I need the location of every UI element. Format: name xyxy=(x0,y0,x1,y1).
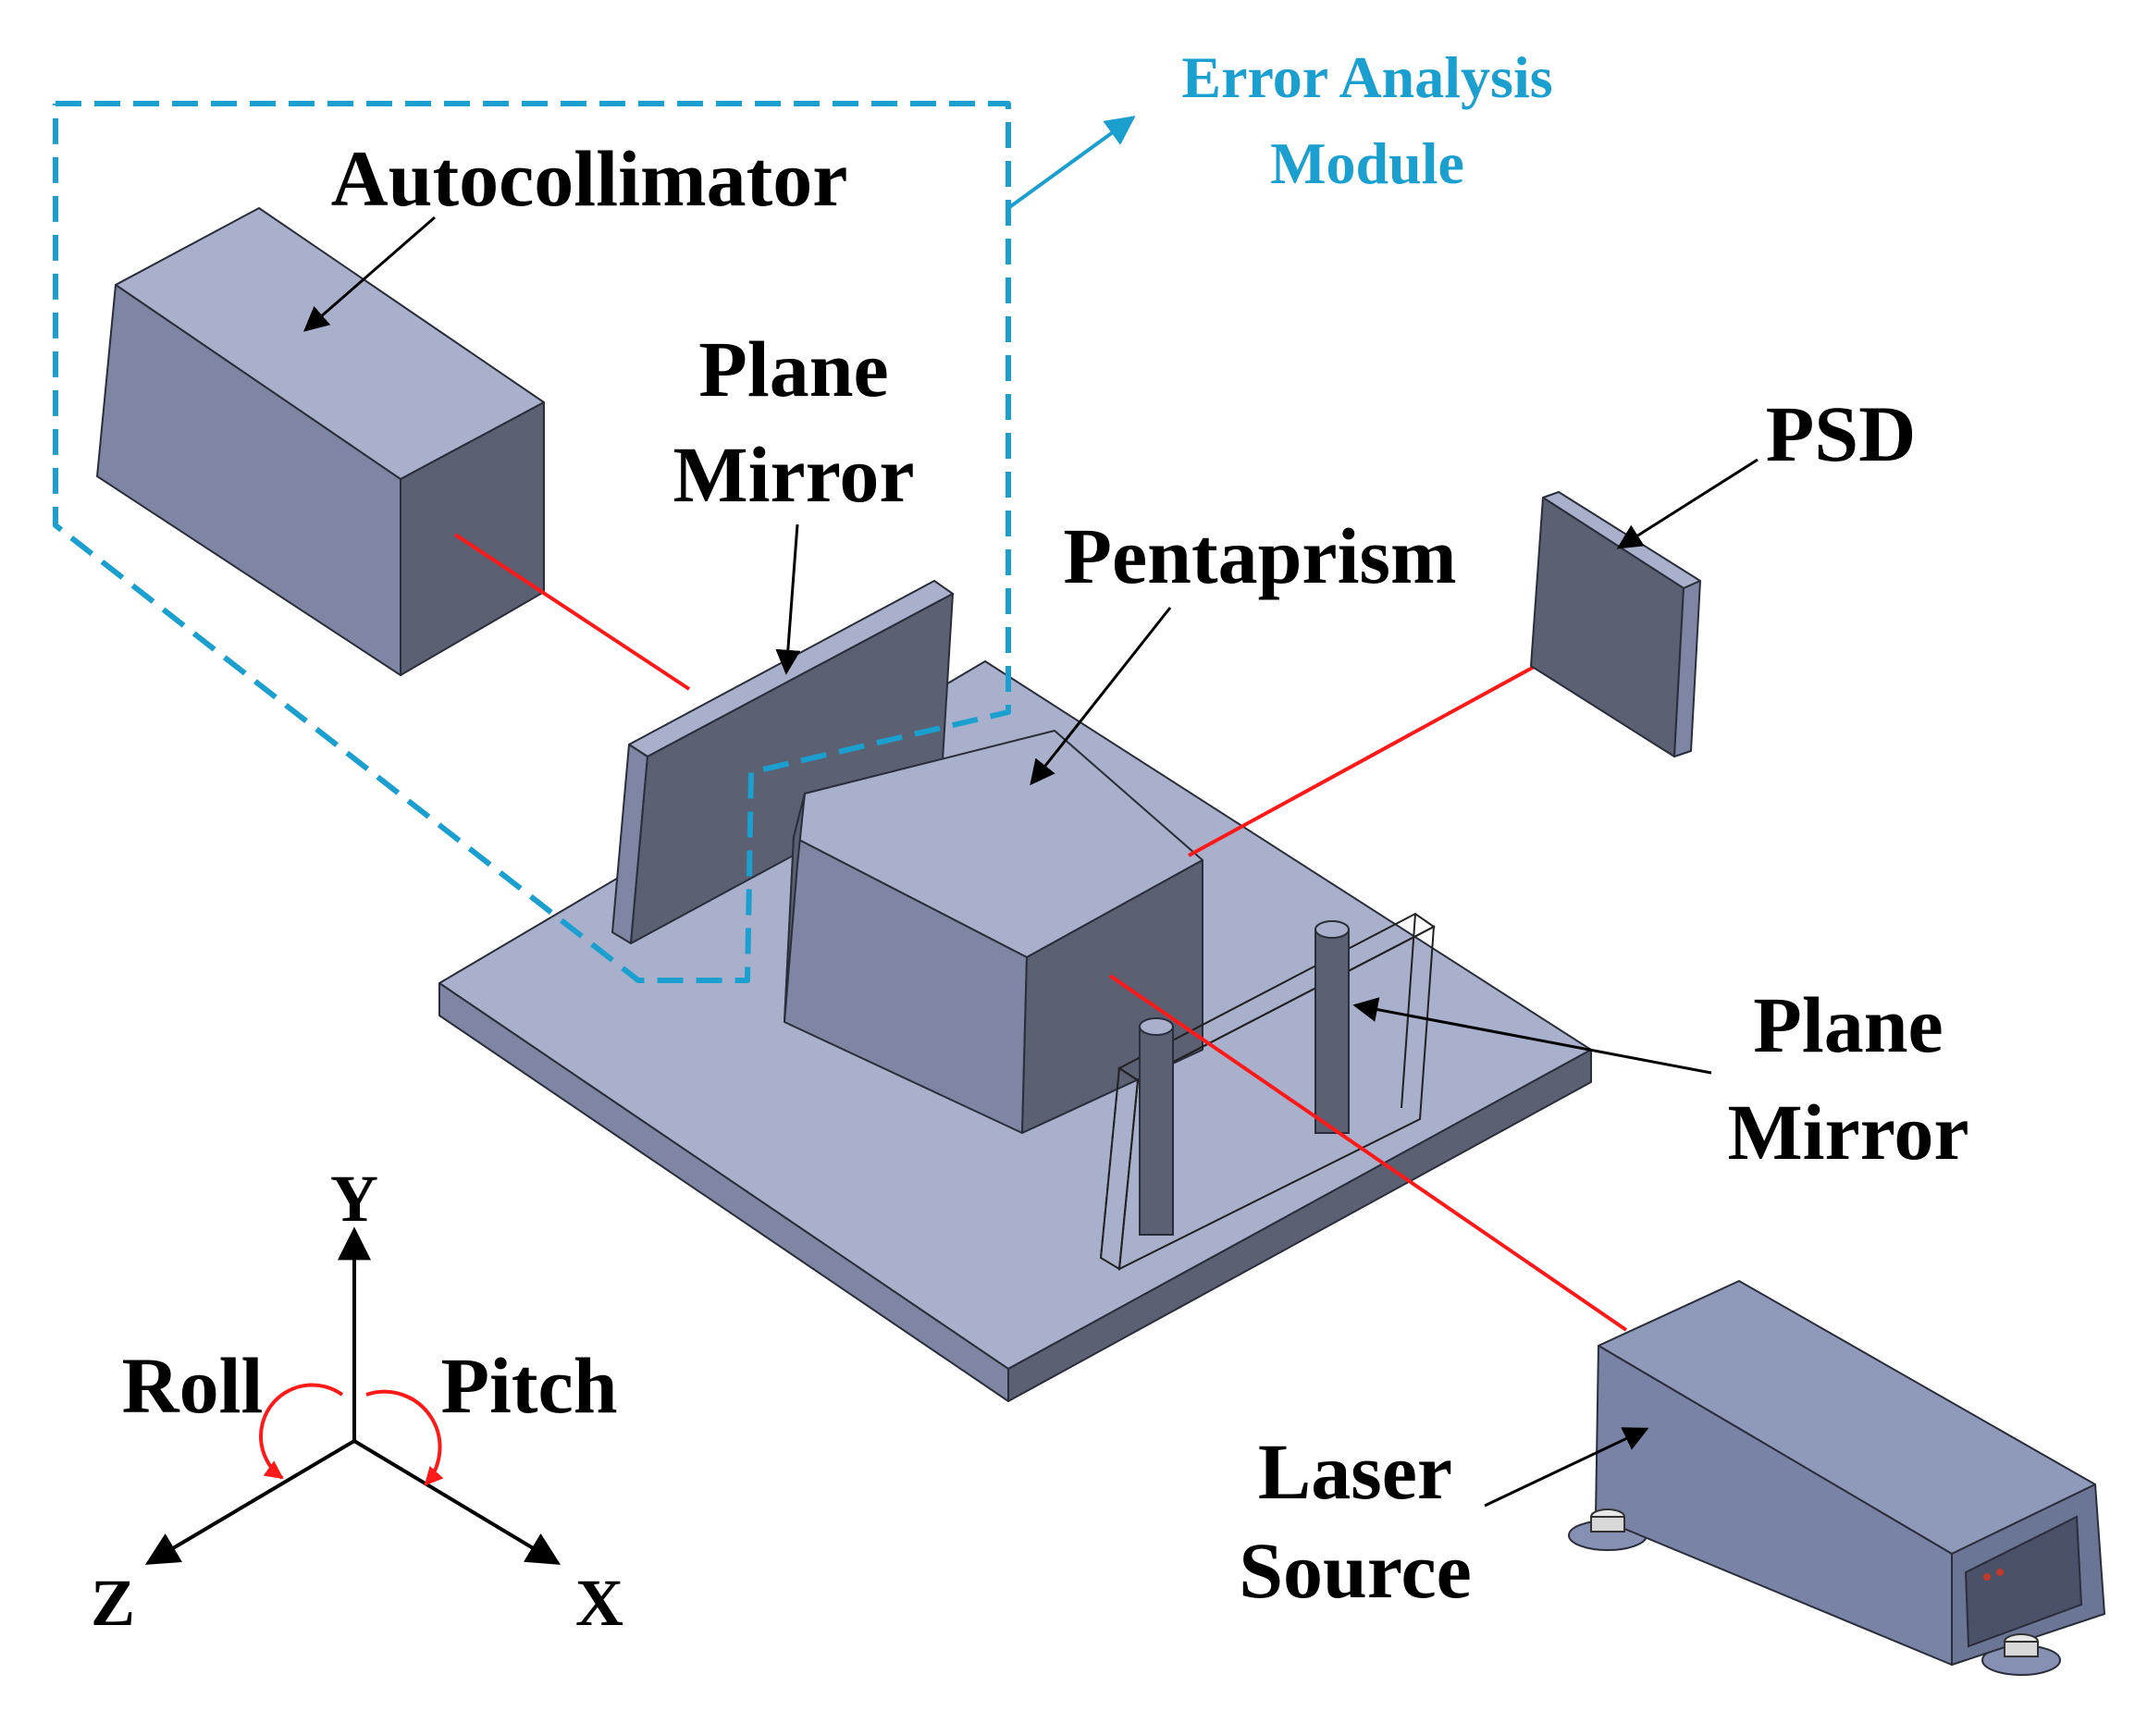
mirror-2-arrow xyxy=(1352,997,1712,1075)
pentaprism xyxy=(784,730,1203,1134)
axis-z-label: Z xyxy=(91,1566,135,1640)
laser-source xyxy=(1568,1280,2105,1676)
laser-label-line1: Laser xyxy=(1258,1427,1452,1516)
coordinate-axes xyxy=(144,1226,562,1565)
pentaprism-arrow xyxy=(1030,607,1172,786)
psd-arrow xyxy=(1616,458,1759,549)
pitch-arc xyxy=(365,1389,444,1486)
error-module-arrow xyxy=(1006,116,1136,210)
error-module-outline xyxy=(53,101,1011,983)
axis-x-line xyxy=(352,1439,562,1565)
error-module-label-line2: Module xyxy=(1270,130,1464,196)
mirror-2-label-line2: Mirror xyxy=(1727,1088,1968,1176)
beam-to-psd xyxy=(1188,636,1587,857)
mirror-1-label-line1: Plane xyxy=(698,325,888,413)
beam-laser xyxy=(1108,974,1628,1332)
autocollimator-label: Autocollimator xyxy=(331,134,848,223)
pitch-label: Pitch xyxy=(440,1341,617,1430)
autocollimator-arrow xyxy=(302,215,436,332)
autocollimator-box xyxy=(96,207,545,676)
axis-z-line xyxy=(144,1439,356,1565)
mirror-1-arrow xyxy=(775,523,801,675)
plane-mirror-2 xyxy=(1099,912,1436,1271)
psd-label: PSD xyxy=(1766,389,1916,478)
roll-arc xyxy=(259,1383,344,1480)
mirror-1-label-line2: Mirror xyxy=(673,430,914,519)
laser-arrow xyxy=(1484,1427,1649,1508)
axis-x-label: X xyxy=(575,1566,623,1640)
roll-label: Roll xyxy=(122,1341,264,1430)
psd-detector xyxy=(1530,491,1701,757)
pentaprism-label: Pentaprism xyxy=(1063,511,1456,600)
error-module-label-line1: Error Analysis xyxy=(1181,44,1552,110)
laser-label-line2: Source xyxy=(1239,1526,1472,1615)
axis-y-label: Y xyxy=(330,1162,378,1236)
beam-autocollimator xyxy=(453,533,691,691)
mirror-2-label-line1: Plane xyxy=(1753,980,1943,1069)
